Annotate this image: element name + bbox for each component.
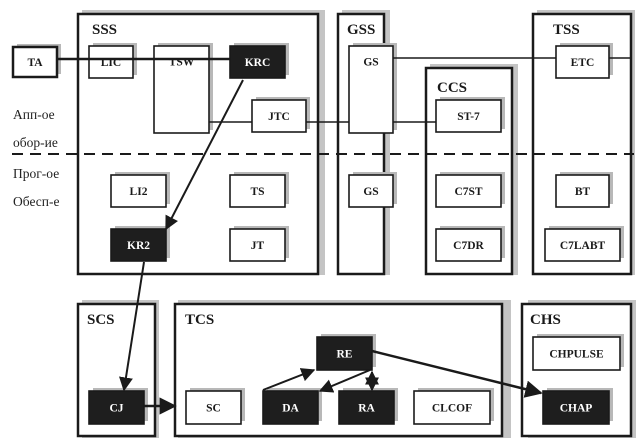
block-c7labt-box	[544, 228, 621, 262]
block-ta-box	[11, 45, 59, 79]
block-chpulse-box	[532, 336, 621, 371]
block-tsw-box	[153, 45, 210, 134]
block-c7labt-label: C7LABT	[560, 240, 606, 252]
label-hardware-line2: обор-ие	[13, 135, 58, 150]
block-re-label: RE	[337, 349, 353, 361]
block-st7-box	[435, 99, 502, 133]
block-c7dr-box	[435, 228, 502, 262]
connections	[58, 57, 631, 415]
block-clcof: CLCOF	[413, 388, 494, 425]
block-da-box	[262, 390, 319, 425]
subsystem-tss-title: TSS	[553, 22, 580, 38]
subsystem-sss-title: SSS	[92, 22, 117, 38]
label-hardware-line1: Апп-ое	[13, 107, 55, 122]
block-chpulse-label: CHPULSE	[549, 349, 604, 361]
block-c7labt: C7LABT	[544, 226, 624, 262]
block-li2-box	[110, 174, 167, 208]
block-jt-label: JT	[251, 240, 265, 252]
arrow-da-re	[262, 368, 316, 391]
block-jt-box	[229, 228, 286, 262]
block-c7dr: C7DR	[435, 226, 505, 262]
block-etc-label: ETC	[571, 57, 595, 69]
block-re-box	[316, 336, 373, 371]
block-ts-box	[229, 174, 286, 208]
block-kr2-label: KR2	[127, 240, 150, 252]
block-bt-box	[555, 174, 610, 208]
subsystem-chs-title: CHS	[530, 312, 561, 328]
block-tsw: TSW	[153, 43, 213, 134]
block-c7st-label: C7ST	[454, 186, 482, 198]
block-st7-label: ST-7	[457, 111, 480, 123]
subsystem-gss-title: GSS	[347, 22, 375, 38]
block-lic: LIC	[88, 43, 137, 79]
block-sc-label: SC	[206, 403, 221, 415]
block-chap: CHAP	[542, 388, 613, 425]
block-chap-box	[542, 390, 610, 425]
block-sc-box	[185, 390, 242, 425]
block-chpulse: CHPULSE	[532, 334, 624, 371]
block-kr2: KR2	[110, 226, 170, 262]
block-ra-label: RA	[358, 403, 375, 415]
block-etc: ETC	[555, 43, 613, 79]
block-li2-label: LI2	[130, 186, 148, 198]
block-clcof-box	[413, 390, 491, 425]
block-bt-label: BT	[575, 186, 591, 198]
arrow-krc-kr2	[165, 79, 244, 231]
block-jt: JT	[229, 226, 289, 262]
block-chap-label: CHAP	[560, 403, 593, 415]
block-ts-label: TS	[250, 186, 264, 198]
block-bt: BT	[555, 172, 613, 208]
block-jtc: JTC	[251, 97, 310, 133]
block-gs-hardware: GS	[348, 43, 397, 134]
block-ra: RA	[338, 388, 398, 425]
block-cj-box	[88, 390, 145, 425]
block-lic-box	[88, 45, 134, 79]
block-gs-software-label: GS	[363, 186, 378, 198]
block-ts: TS	[229, 172, 289, 208]
subsystem-scs-title: SCS	[87, 312, 115, 328]
block-etc-box	[555, 45, 610, 79]
block-ta-label: TA	[27, 57, 43, 69]
block-gs-software-box	[348, 174, 394, 208]
label-software-line2: Обесп-е	[13, 194, 59, 209]
subsystem-ccs-title: CCS	[437, 80, 467, 96]
block-clcof-label: CLCOF	[432, 403, 472, 415]
label-software-line1: Прог-ое	[13, 166, 59, 181]
block-da-label: DA	[282, 403, 299, 415]
block-ta: TA	[11, 44, 61, 79]
block-jtc-label: JTC	[268, 111, 290, 123]
block-krc: KRC	[229, 43, 289, 79]
block-gs-hardware-box	[348, 45, 394, 134]
block-cj-label: CJ	[109, 403, 123, 415]
block-krc-box	[229, 45, 286, 79]
block-jtc-box	[251, 99, 307, 133]
arrow-re-chap	[371, 349, 543, 398]
block-krc-label: KRC	[245, 57, 271, 69]
block-gs-hardware-label: GS	[363, 57, 378, 69]
subsystem-tcs-title: TCS	[185, 312, 214, 328]
block-c7st-box	[435, 174, 502, 208]
block-c7st: C7ST	[435, 172, 505, 208]
arrow-kr2-cj	[119, 261, 145, 392]
block-ra-box	[338, 390, 395, 425]
block-re: RE	[316, 334, 376, 371]
block-st7: ST-7	[435, 97, 505, 133]
block-kr2-box	[110, 228, 167, 262]
block-cj: CJ	[88, 388, 148, 425]
block-sc: SC	[185, 388, 245, 425]
block-li2: LI2	[110, 172, 170, 208]
block-gs-software: GS	[348, 172, 397, 208]
block-c7dr-label: C7DR	[453, 240, 484, 252]
block-da: DA	[262, 388, 322, 425]
arrow-re-da	[318, 369, 371, 393]
